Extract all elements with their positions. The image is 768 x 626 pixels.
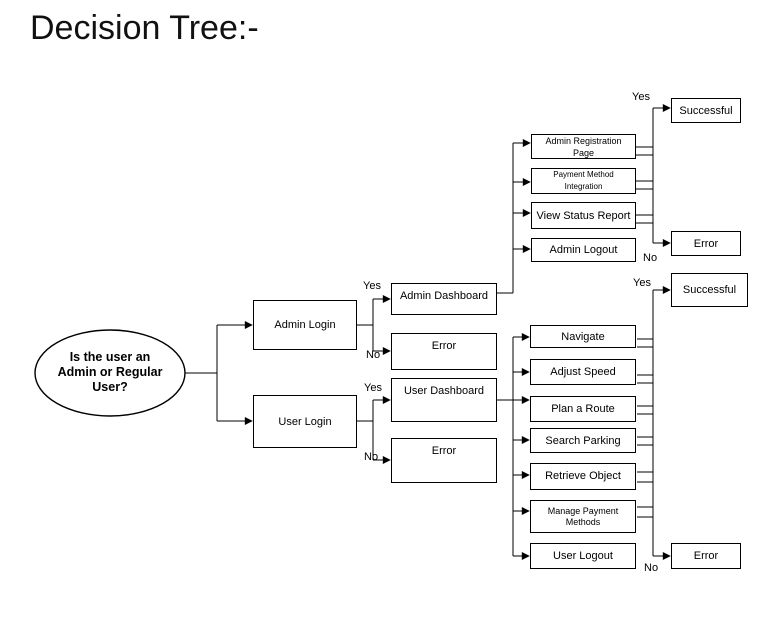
node-user-dashboard: User Dashboard — [391, 378, 497, 422]
edge-label-user-outcome-yes: Yes — [633, 277, 651, 289]
node-user-login: User Login — [253, 395, 357, 448]
connector-user-feature-stubs — [637, 338, 653, 518]
node-user-login-error: Error — [391, 438, 497, 483]
node-plan-a-route: Plan a Route — [530, 396, 636, 422]
node-admin-outcome-successful: Successful — [671, 98, 741, 123]
connector-admin-login-split — [357, 299, 374, 351]
edge-label-user-login-yes: Yes — [364, 382, 382, 394]
node-admin-registration-page: Admin Registration Page — [531, 134, 636, 159]
connector-admin-feature-stubs — [636, 146, 653, 224]
node-adjust-speed: Adjust Speed — [530, 359, 636, 385]
connector-user-login-split — [357, 400, 374, 460]
node-search-parking: Search Parking — [530, 428, 636, 453]
node-admin-outcome-error: Error — [671, 231, 741, 256]
edge-label-admin-outcome-no: No — [643, 252, 658, 264]
node-view-status-report: View Status Report — [531, 202, 636, 229]
edge-label-admin-outcome-yes: Yes — [632, 91, 650, 103]
node-navigate: Navigate — [530, 325, 636, 348]
page-title: Decision Tree:- — [30, 9, 259, 47]
edge-label-user-outcome-no: No — [644, 562, 659, 574]
node-user-outcome-error: Error — [671, 543, 741, 569]
edge-label-user-login-no: No — [364, 451, 379, 463]
node-admin-login: Admin Login — [253, 300, 357, 350]
edge-label-admin-login-no: No — [366, 349, 381, 361]
node-user-outcome-successful: Successful — [671, 273, 748, 307]
connector-admin-dashboard-bus — [497, 143, 514, 294]
node-manage-payment-methods: Manage Payment Methods — [530, 500, 636, 533]
connector-user-dashboard-bus — [497, 337, 514, 556]
node-retrieve-object: Retrieve Object — [530, 463, 636, 490]
node-admin-login-error: Error — [391, 333, 497, 370]
edge-label-admin-login-yes: Yes — [363, 280, 381, 292]
node-admin-dashboard: Admin Dashboard — [391, 283, 497, 315]
node-payment-method-integration: Payment Method Integration — [531, 168, 636, 194]
node-admin-logout: Admin Logout — [531, 238, 636, 262]
node-user-logout: User Logout — [530, 543, 636, 569]
connector-root-split — [185, 325, 218, 421]
root-question-label: Is the user an Admin or Regular User? — [57, 350, 163, 394]
